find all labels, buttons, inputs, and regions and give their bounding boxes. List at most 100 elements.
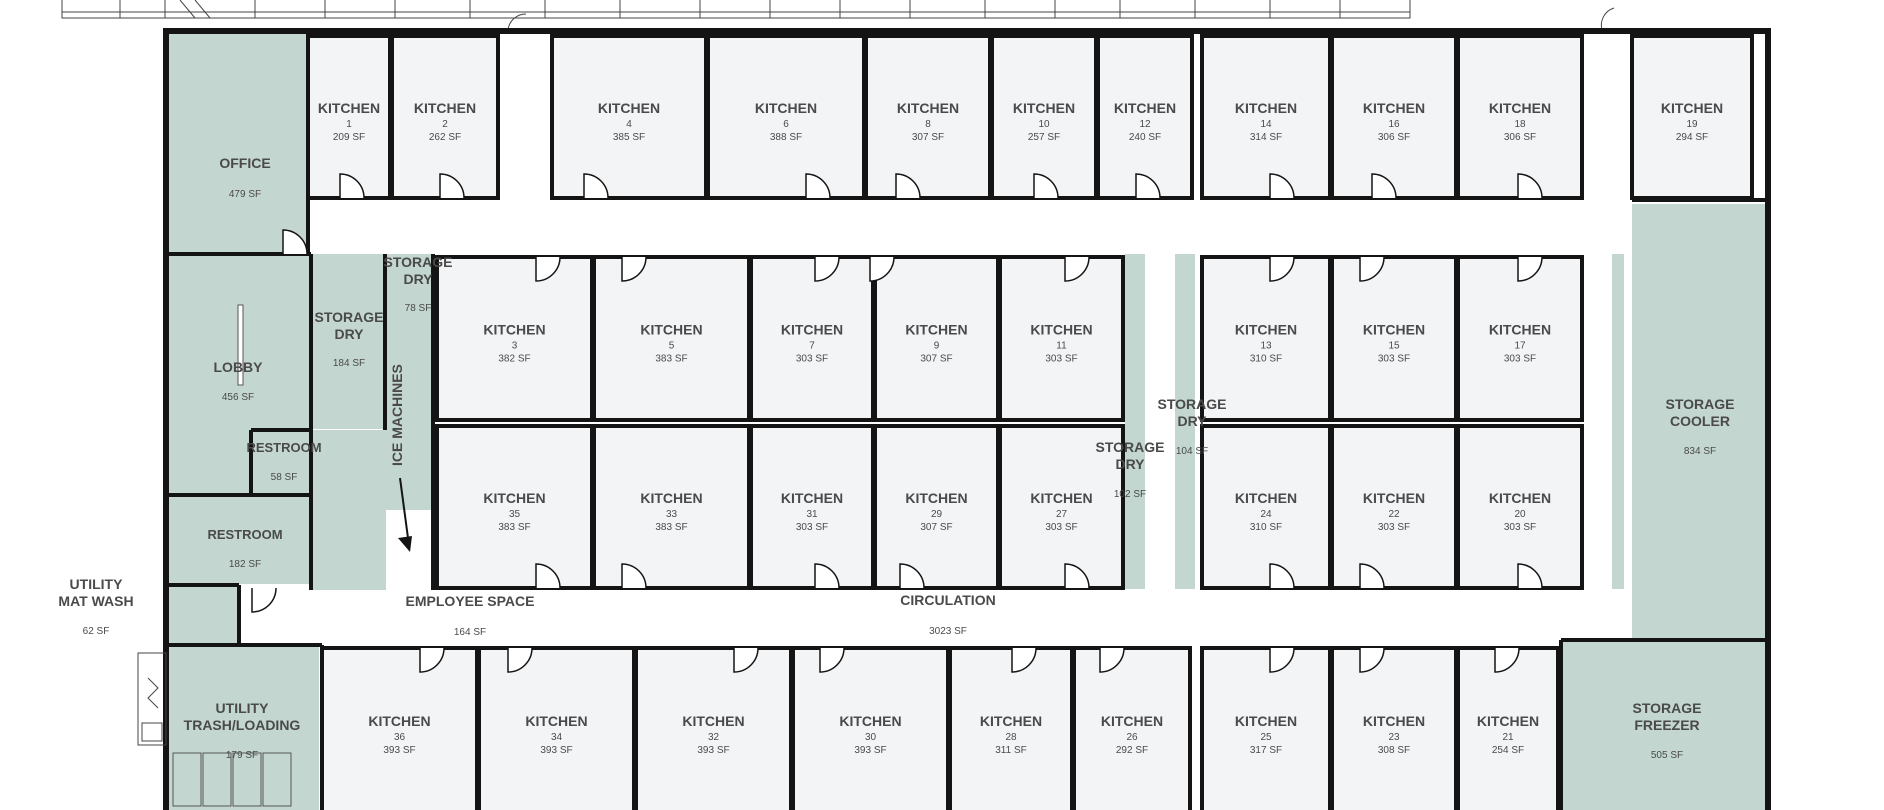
kitchen-area: 310 SF xyxy=(1250,522,1282,533)
kitchen-title: KITCHEN xyxy=(781,322,843,338)
kitchen-area: 393 SF xyxy=(854,745,886,756)
kitchen-room-27 xyxy=(998,424,1125,590)
employee-space-area: 164 SF xyxy=(454,627,486,638)
kitchen-number: 4 xyxy=(626,119,632,130)
kitchen-number: 36 xyxy=(394,732,406,743)
kitchen-number: 11 xyxy=(1056,341,1067,352)
kitchen-title: KITCHEN xyxy=(1661,100,1723,116)
kitchen-title: KITCHEN xyxy=(682,713,744,729)
office-room xyxy=(169,34,309,254)
kitchen-room-10 xyxy=(990,34,1098,200)
utility-trash-title-1: UTILITY xyxy=(216,700,270,716)
lobby-title: LOBBY xyxy=(214,359,264,375)
door-swing xyxy=(251,587,277,613)
kitchen-title: KITCHEN xyxy=(1363,322,1425,338)
kitchen-area: 393 SF xyxy=(540,745,572,756)
kitchen-number: 19 xyxy=(1686,119,1698,130)
kitchen-area: 307 SF xyxy=(912,132,944,143)
kitchen-room-24 xyxy=(1200,424,1332,590)
kitchen-number: 18 xyxy=(1514,119,1526,130)
restroom-b-title: RESTROOM xyxy=(207,527,282,542)
kitchen-area: 393 SF xyxy=(697,745,729,756)
restroom-a-area: 58 SF xyxy=(271,472,298,483)
door-swing xyxy=(535,256,561,282)
utility-mat-wash-title-2: MAT WASH xyxy=(58,593,133,609)
sidewalk-joints xyxy=(119,0,1341,19)
storage-freezer-room xyxy=(1561,642,1765,810)
kitchen-room-34 xyxy=(477,646,636,810)
kitchen-room-21 xyxy=(1456,646,1560,810)
kitchen-number: 10 xyxy=(1038,119,1050,130)
door-swing xyxy=(1517,173,1543,199)
kitchen-area: 303 SF xyxy=(796,354,828,365)
kitchen-area: 310 SF xyxy=(1250,354,1282,365)
kitchen-number: 9 xyxy=(934,341,940,352)
kitchen-title: KITCHEN xyxy=(483,490,545,506)
door-swing xyxy=(439,173,465,199)
kitchen-title: KITCHEN xyxy=(839,713,901,729)
kitchen-room-23 xyxy=(1330,646,1458,810)
kitchen-title: KITCHEN xyxy=(598,100,660,116)
kitchen-room-31 xyxy=(749,424,875,590)
storage-cooler-title-2: COOLER xyxy=(1670,413,1730,429)
door-swing xyxy=(1371,173,1397,199)
kitchen-area: 388 SF xyxy=(770,132,802,143)
door-swing xyxy=(1359,563,1385,589)
door-swing xyxy=(1494,647,1520,673)
storage-dry-b-room xyxy=(385,254,433,510)
kitchen-area: 240 SF xyxy=(1129,132,1161,143)
kitchen-room-1 xyxy=(306,34,392,200)
kitchen-title: KITCHEN xyxy=(640,322,702,338)
kitchen-number: 6 xyxy=(783,119,789,130)
door-swing xyxy=(583,173,609,199)
kitchen-area: 262 SF xyxy=(429,132,461,143)
storage-dry-b-title-1: STORAGE xyxy=(384,254,453,270)
kitchen-title: KITCHEN xyxy=(1235,713,1297,729)
door-swing xyxy=(339,173,365,199)
kitchen-title: KITCHEN xyxy=(1114,100,1176,116)
kitchen-number: 29 xyxy=(931,509,943,520)
storage-dry-c-area: 102 SF xyxy=(1114,489,1146,500)
kitchen-number: 27 xyxy=(1056,509,1068,520)
kitchen-number: 30 xyxy=(865,732,877,743)
kitchen-room-13 xyxy=(1200,255,1332,422)
kitchen-area: 294 SF xyxy=(1676,132,1708,143)
kitchen-room-29 xyxy=(873,424,1000,590)
kitchen-title: KITCHEN xyxy=(483,322,545,338)
kitchen-area: 393 SF xyxy=(383,745,415,756)
door-swing xyxy=(621,256,647,282)
kitchen-area: 306 SF xyxy=(1378,132,1410,143)
storage-cooler-room xyxy=(1632,204,1765,638)
kitchen-room-9 xyxy=(873,255,1000,422)
kitchen-number: 1 xyxy=(346,119,352,130)
door-swing xyxy=(1064,256,1090,282)
office-area: 479 SF xyxy=(229,189,261,200)
storage-dry-d-area: 104 SF xyxy=(1176,446,1208,457)
kitchen-title: KITCHEN xyxy=(1489,322,1551,338)
kitchen-number: 17 xyxy=(1514,341,1526,352)
kitchen-number: 31 xyxy=(806,509,818,520)
door-swing xyxy=(805,173,831,199)
kitchen-room-30 xyxy=(791,646,950,810)
exterior-wall xyxy=(163,28,1771,810)
door-swing xyxy=(899,563,925,589)
storage-cooler-area: 834 SF xyxy=(1684,446,1716,457)
kitchen-area: 303 SF xyxy=(1504,522,1536,533)
kitchen-room-14 xyxy=(1200,34,1332,200)
kitchen-number: 12 xyxy=(1139,119,1151,130)
utility-mat-wash-room xyxy=(169,587,239,643)
kitchen-title: KITCHEN xyxy=(1235,490,1297,506)
kitchen-title: KITCHEN xyxy=(1235,322,1297,338)
kitchen-room-11 xyxy=(998,255,1125,422)
kitchen-room-3 xyxy=(435,255,594,422)
kitchen-title: KITCHEN xyxy=(414,100,476,116)
door-swing xyxy=(814,563,840,589)
door-swing xyxy=(1269,256,1295,282)
lobby-counter xyxy=(237,304,244,386)
door-swing xyxy=(621,563,647,589)
restroom-b-area: 182 SF xyxy=(229,559,261,570)
utility-mat-wash-area: 62 SF xyxy=(83,626,110,637)
door-swing xyxy=(535,563,561,589)
door-swing xyxy=(1064,563,1090,589)
